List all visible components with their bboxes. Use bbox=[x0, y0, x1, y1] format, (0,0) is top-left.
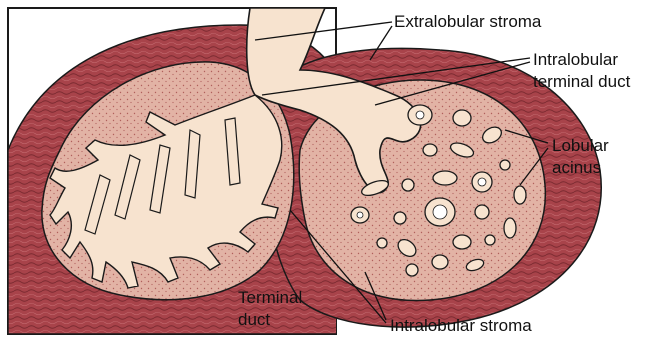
label-terminal-duct-line2: duct bbox=[238, 310, 270, 330]
label-intralobular-terminal-duct-line2: terminal duct bbox=[533, 72, 630, 92]
label-lobular-acinus-line1: Lobular bbox=[552, 136, 609, 156]
label-terminal-duct-line1: Terminal bbox=[238, 288, 302, 308]
label-lobular-acinus-line2: acinus bbox=[552, 158, 601, 178]
label-intralobular-terminal-duct-line1: Intralobular bbox=[533, 50, 618, 70]
label-intralobular-stroma: Intralobular stroma bbox=[390, 316, 532, 336]
label-extralobular-stroma: Extralobular stroma bbox=[394, 12, 541, 32]
